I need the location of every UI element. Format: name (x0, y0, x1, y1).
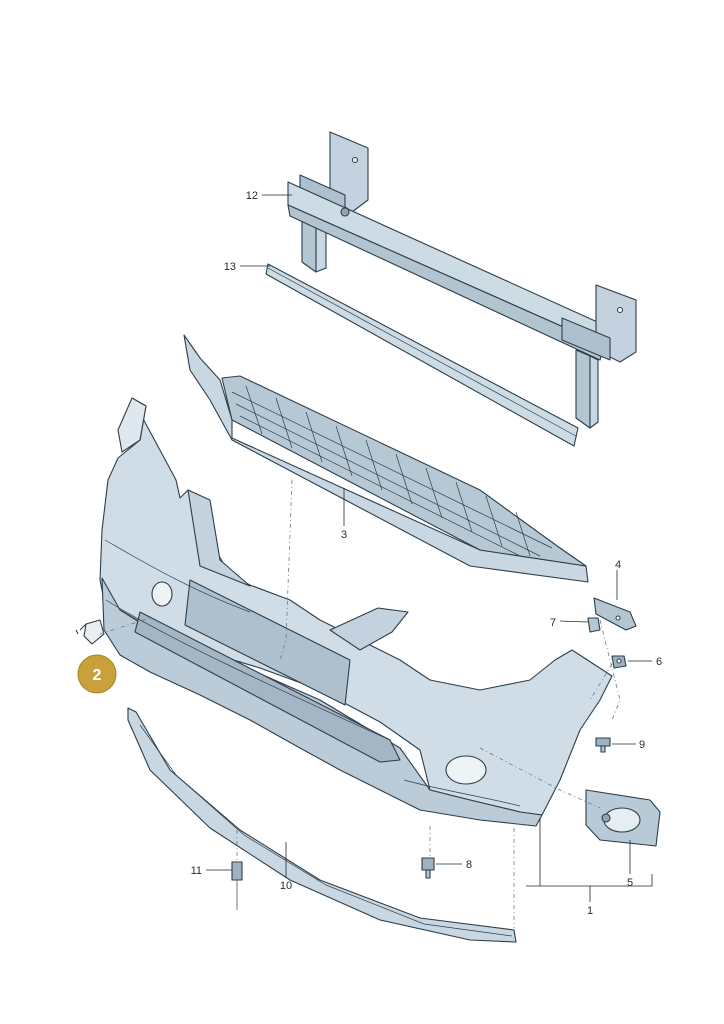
callout-11: 11 (191, 865, 202, 877)
grille-part-3 (183, 334, 589, 583)
callout-3: 3 (341, 529, 347, 541)
nut-part-6 (611, 655, 627, 669)
bracket-part-2 (75, 619, 105, 645)
callout-4: 4 (615, 559, 621, 571)
callout-8: 8 (466, 859, 472, 871)
strip-part-13 (265, 263, 579, 447)
callout-1: 1 (587, 905, 593, 917)
screw-part-9 (595, 737, 611, 753)
assembly-lines (99, 479, 621, 928)
bracket-part-4 (593, 597, 637, 631)
lower-trim-part-10 (127, 707, 517, 943)
callout-10: 10 (280, 880, 292, 892)
fog-cover-part-5 (585, 789, 661, 847)
leader-lines (206, 194, 653, 902)
impact-beam-part-12 (287, 131, 637, 429)
highlight-badge-label: 2 (93, 667, 102, 684)
highlight-badge-2[interactable]: 2 (77, 654, 117, 694)
callout-9: 9 (639, 739, 645, 751)
callout-5: 5 (627, 877, 633, 889)
callout-labels: 12 13 3 4 7 6 9 8 11 10 5 1 (191, 190, 663, 917)
callout-13: 13 (224, 261, 236, 273)
callout-7: 7 (550, 617, 556, 629)
rivet-part-11 (231, 861, 243, 910)
clip-part-7 (587, 617, 601, 633)
bumper-cover-part-1 (99, 397, 613, 827)
callout-12: 12 (246, 190, 258, 202)
bolt-part-8 (421, 857, 435, 879)
callout-6: 6 (656, 656, 662, 668)
